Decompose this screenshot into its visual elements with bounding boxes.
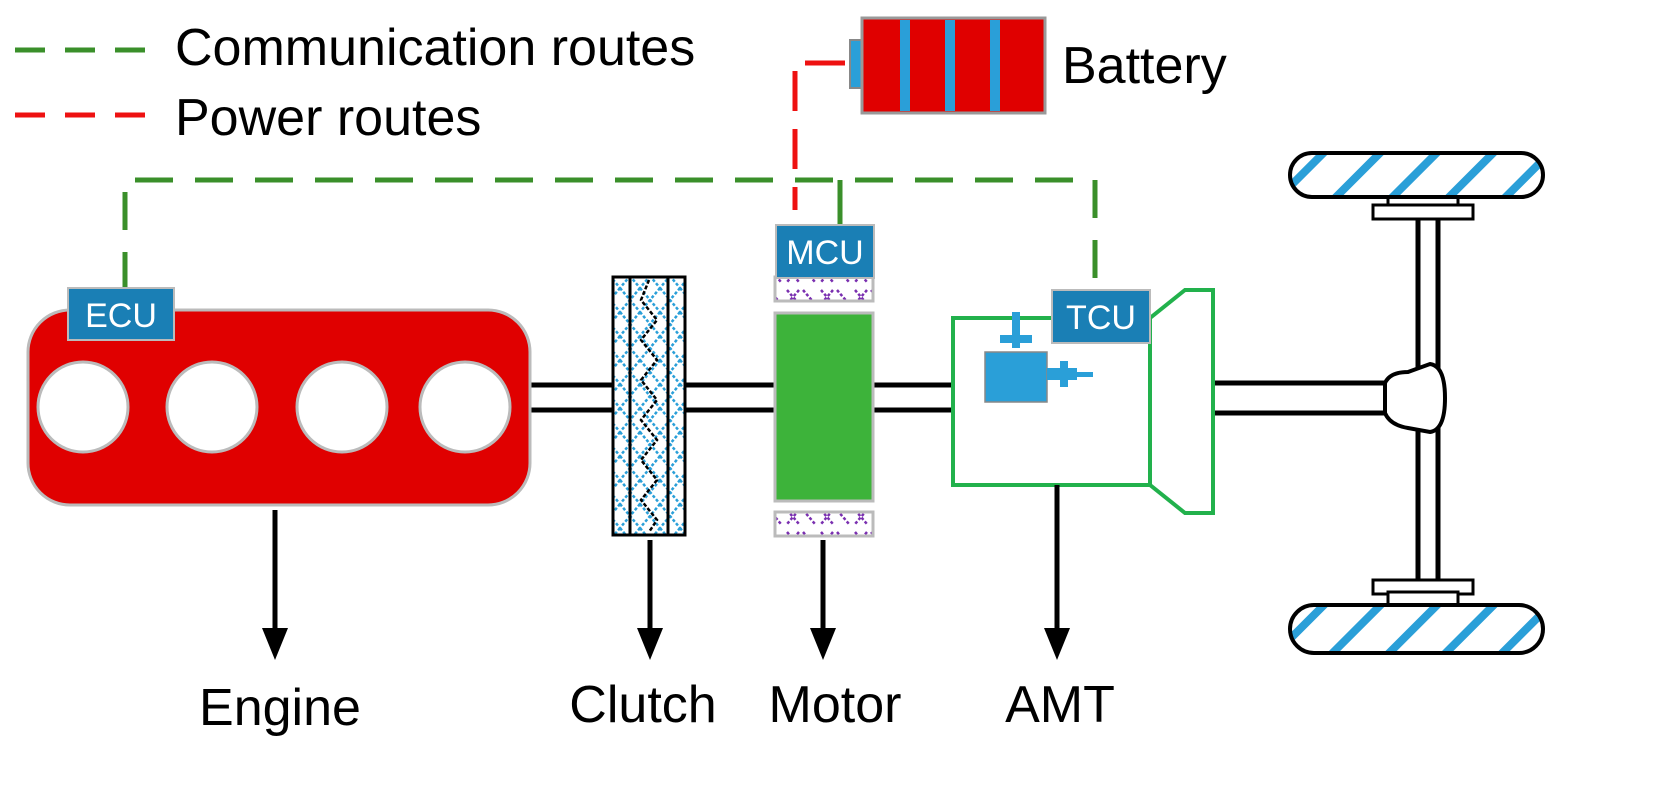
tcu-box: TCU bbox=[1051, 289, 1151, 344]
engine-block bbox=[26, 308, 532, 507]
engine-cylinder-3 bbox=[295, 360, 389, 454]
motor-label: Motor bbox=[769, 676, 902, 734]
mcu-box: MCU bbox=[775, 224, 875, 279]
wheel-bottom bbox=[1288, 603, 1545, 655]
motor-bearing-top bbox=[773, 275, 875, 303]
mcu-label: MCU bbox=[786, 234, 863, 272]
power-route-battery-mcu bbox=[792, 60, 845, 210]
engine-label: Engine bbox=[199, 679, 361, 737]
differential bbox=[1383, 361, 1448, 435]
tcu-label: TCU bbox=[1066, 299, 1136, 337]
clutch bbox=[611, 275, 687, 537]
label-arrows bbox=[262, 485, 1070, 660]
battery: Battery bbox=[849, 16, 1227, 115]
communication-routes bbox=[122, 177, 1098, 290]
engine-cylinder-1 bbox=[36, 360, 130, 454]
legend: Communication routes Power routes bbox=[15, 19, 695, 147]
battery-terminal bbox=[849, 39, 863, 89]
wheel-top bbox=[1288, 151, 1545, 199]
drive-shafts bbox=[530, 215, 1441, 585]
engine-cylinder-2 bbox=[165, 360, 259, 454]
ecu-label: ECU bbox=[85, 297, 157, 335]
amt bbox=[951, 288, 1215, 515]
battery-label: Battery bbox=[1062, 37, 1227, 95]
shift-actuator bbox=[984, 312, 1093, 403]
clutch-plate-pack bbox=[611, 275, 687, 537]
motor-rotor bbox=[773, 311, 875, 503]
ecu-box: ECU bbox=[67, 287, 175, 341]
engine bbox=[26, 308, 532, 507]
legend-power-label: Power routes bbox=[175, 89, 481, 147]
motor-bearing-bottom bbox=[773, 510, 875, 538]
motor bbox=[773, 275, 875, 538]
legend-communication-label: Communication routes bbox=[175, 19, 695, 77]
amt-label: AMT bbox=[1005, 676, 1115, 734]
clutch-label: Clutch bbox=[569, 676, 716, 734]
axle-assembly bbox=[1288, 151, 1545, 655]
engine-cylinder-4 bbox=[418, 360, 512, 454]
